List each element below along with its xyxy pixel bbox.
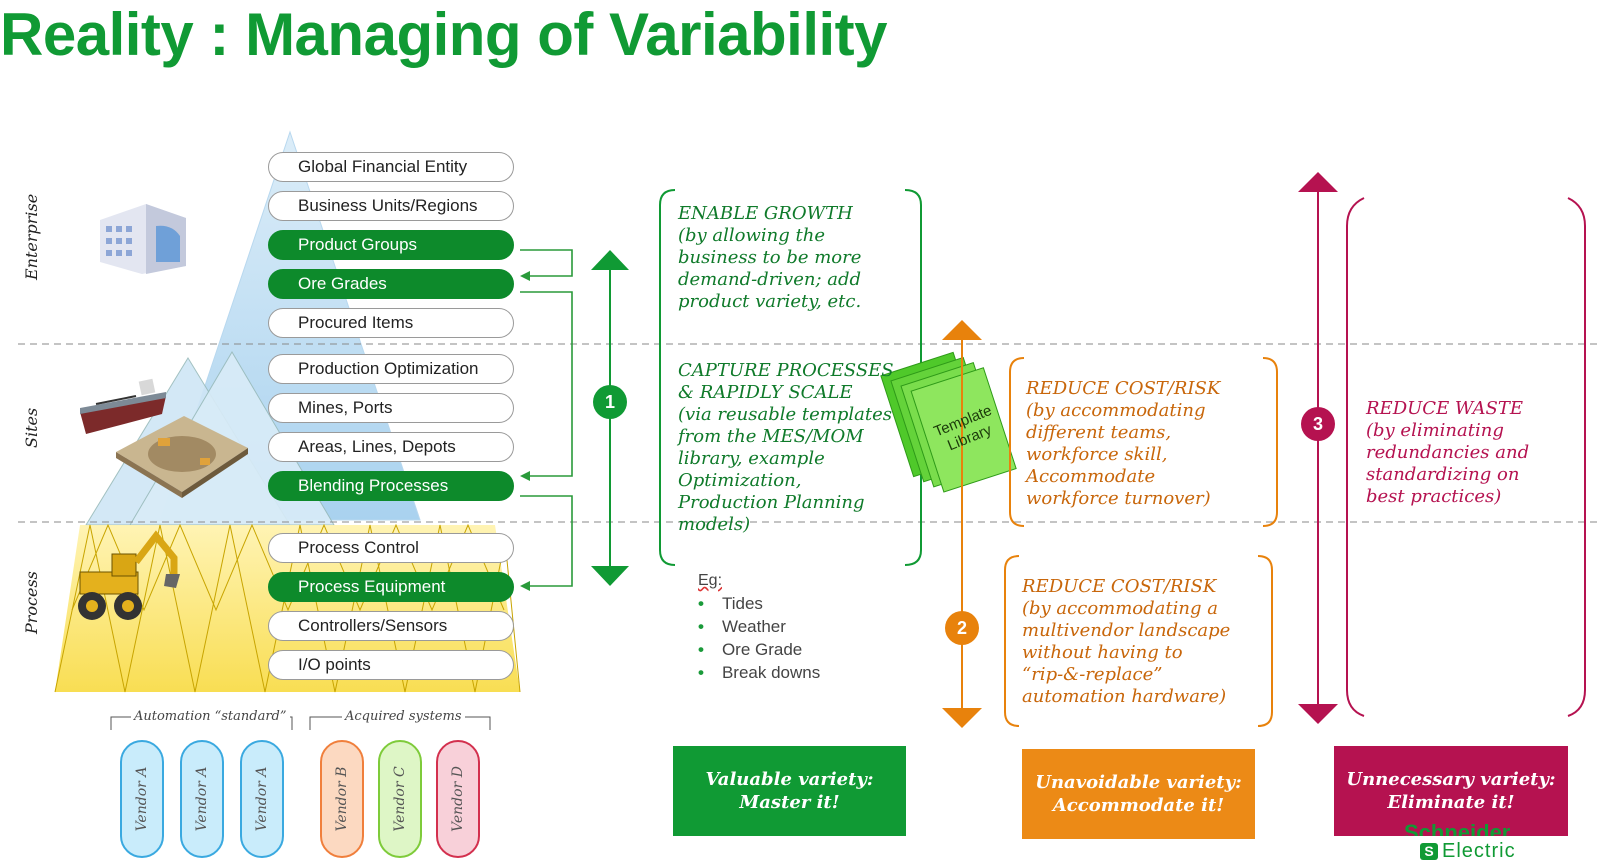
marker-1: 1 [593, 385, 627, 419]
office-building-icon [100, 204, 186, 274]
capture-processes-title: CAPTURE PROCESSES [678, 360, 894, 381]
hierarchy-item: Process Equipment [268, 572, 514, 602]
acquired-systems-label: Acquired systems [342, 709, 465, 724]
zone-label-enterprise: Enterprise [22, 193, 41, 280]
zone-label-process: Process [22, 571, 41, 634]
cargo-ship-icon [80, 378, 166, 434]
hierarchy-item: Procured Items [268, 308, 514, 338]
logo-electric-text: Electric [1442, 840, 1516, 862]
enable-growth-line: (by allowing the [678, 225, 825, 246]
vendor-pill: Vendor A [120, 740, 164, 858]
reduce-cost-line: different teams, [1026, 422, 1172, 443]
hierarchy-item: Areas, Lines, Depots [268, 432, 514, 462]
reduce-waste-line: (by eliminating [1366, 420, 1504, 441]
reduce-waste-line: redundancies and [1366, 442, 1530, 463]
reduce-cost-title: REDUCE COST/RISK [1026, 378, 1221, 399]
reduce-cost-line: multivendor landscape [1022, 620, 1231, 641]
hierarchy-item: Production Optimization [268, 354, 514, 384]
page-title: Reality : Managing of Variability [0, 1, 888, 68]
enable-growth-title: ENABLE GROWTH [678, 203, 853, 224]
reduce-cost-line: without having to [1022, 642, 1183, 663]
hierarchy-item: Blending Processes [268, 471, 514, 501]
hierarchy-item: Mines, Ports [268, 393, 514, 423]
hierarchy-item: Controllers/Sensors [268, 611, 514, 641]
enable-growth-line: product variety, etc. [678, 291, 862, 312]
capture-processes-line: models) [678, 514, 751, 535]
marker-3: 3 [1301, 407, 1335, 441]
capture-processes-line: (via reusable templates [678, 404, 892, 425]
reduce-cost-line: workforce turnover) [1026, 488, 1211, 509]
reduce-cost-line: “rip-&-replace” [1022, 664, 1163, 685]
hierarchy-item: Ore Grades [268, 269, 514, 299]
logo-icon: S [1420, 843, 1438, 860]
reduce-cost-line: automation hardware) [1022, 686, 1227, 707]
reduce-waste-line: standardizing on [1366, 464, 1520, 485]
capture-processes-title: & RAPIDLY SCALE [678, 382, 853, 403]
unavoidable-variety-box: Unavoidable variety:Accommodate it! [1022, 749, 1255, 839]
reduce-cost-line: Accommodate [1026, 466, 1156, 487]
hierarchy-item: Business Units/Regions [268, 191, 514, 221]
reduce-cost-line: (by accommodating [1026, 400, 1206, 421]
hierarchy-item: I/O points [268, 650, 514, 680]
hierarchy-item: Product Groups [268, 230, 514, 260]
unnecessary-variety-box: Unnecessary variety:Eliminate it! [1334, 746, 1568, 836]
mine-site-icon [116, 416, 248, 498]
capture-processes-line: Production Planning [678, 492, 865, 513]
automation-standard-label: Automation “standard” [131, 709, 290, 724]
excavator-icon [78, 530, 180, 620]
vendor-pill: Vendor A [180, 740, 224, 858]
vendor-pill: Vendor B [320, 740, 364, 858]
reduce-cost-title: REDUCE COST/RISK [1022, 576, 1217, 597]
zone-label-sites: Sites [22, 407, 41, 448]
green-connectors [520, 249, 573, 587]
reduce-waste-title: REDUCE WASTE [1366, 398, 1524, 419]
capture-processes-line: library, example [678, 448, 825, 469]
valuable-variety-box: Valuable variety:Master it! [673, 746, 906, 836]
vendor-pill: Vendor A [240, 740, 284, 858]
eg-label: Eg: [698, 572, 723, 589]
capture-processes-line: Optimization, [678, 470, 802, 491]
template-library-cards [880, 351, 1017, 493]
reduce-cost-line: (by accommodating a [1022, 598, 1218, 619]
reduce-waste-line: best practices) [1366, 486, 1502, 507]
hierarchy-item: Process Control [268, 533, 514, 563]
eg-item: •Tides [698, 594, 763, 613]
eg-item: •Break downs [698, 663, 821, 682]
enable-growth-line: business to be more [678, 247, 862, 268]
vendor-pill: Vendor C [378, 740, 422, 858]
eg-item: •Ore Grade [698, 640, 803, 659]
logo-mask [1334, 836, 1568, 840]
capture-processes-line: from the MES/MOM [678, 426, 864, 447]
reduce-cost-line: workforce skill, [1026, 444, 1168, 465]
hierarchy-item: Global Financial Entity [268, 152, 514, 182]
enable-growth-line: demand-driven; add [678, 269, 862, 290]
vendor-pill: Vendor D [436, 740, 480, 858]
eg-item: •Weather [698, 617, 786, 636]
marker-2: 2 [945, 611, 979, 645]
